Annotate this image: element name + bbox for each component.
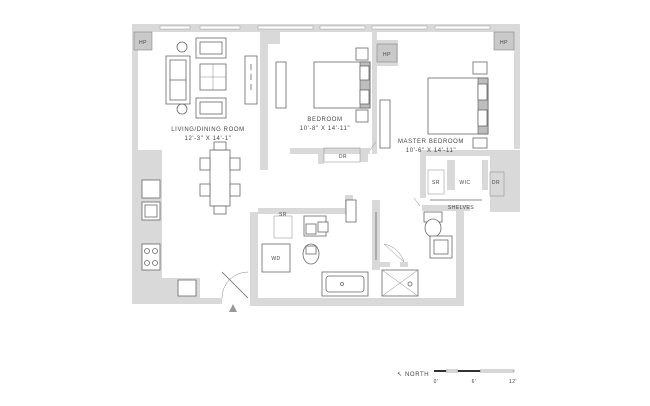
nightstand xyxy=(355,109,369,123)
bathroom-1 xyxy=(261,199,369,297)
bath-2-door xyxy=(383,243,405,263)
fridge xyxy=(141,179,161,199)
master-bedroom-label: MASTER BEDROOM xyxy=(398,139,464,145)
master-bedroom-dimensions: 10'-6" X 14'-11" xyxy=(406,148,456,154)
nightstand xyxy=(355,47,369,61)
wd-label: WD xyxy=(271,256,280,262)
kitchen-sink xyxy=(141,201,161,221)
north-arrow-icon: ↖ xyxy=(397,372,403,378)
bedroom-furniture xyxy=(275,47,391,149)
cooktop xyxy=(141,243,161,271)
dining-table xyxy=(209,149,231,207)
chair xyxy=(229,183,241,197)
hp-label-bedroom: HP xyxy=(383,52,391,58)
nightstand xyxy=(472,61,488,75)
hp-unit-master xyxy=(493,31,515,51)
chair xyxy=(199,183,211,197)
scale-tick-12: 12' xyxy=(509,379,517,385)
master-furniture xyxy=(427,61,489,149)
north-label: NORTH xyxy=(405,372,429,378)
room-labels: LIVING/DINING ROOM 12'-3" X 14'-1" BEDRO… xyxy=(171,117,500,262)
legend: ↖ NORTH 0' 6' 12' xyxy=(397,369,517,385)
bath-2-vanity xyxy=(429,235,453,259)
pillow xyxy=(359,89,370,105)
dresser xyxy=(275,61,287,109)
pillow xyxy=(477,109,488,127)
pillow xyxy=(359,65,370,81)
master-dr-label: DR xyxy=(492,180,500,186)
hp-units: HP HP HP xyxy=(133,31,515,63)
pillow xyxy=(477,83,488,101)
entry-door xyxy=(221,271,249,299)
side-table xyxy=(176,103,188,115)
shelves-label: SHELVES xyxy=(448,205,474,211)
hp-unit-living xyxy=(133,31,153,51)
scale-tick-6: 6' xyxy=(472,379,477,385)
hp-unit-bedroom xyxy=(376,43,398,63)
living-room-label: LIVING/DINING ROOM xyxy=(171,127,244,133)
bedroom-dr-label: DR xyxy=(339,154,347,160)
nightstand xyxy=(472,137,488,149)
hp-label-master: HP xyxy=(500,40,508,46)
wic-label: WIC xyxy=(459,180,470,186)
bedroom-dimensions: 10'-8" X 14'-11" xyxy=(300,126,350,132)
scale-bar xyxy=(434,369,515,373)
chair xyxy=(213,205,227,215)
living-room-dimensions: 12'-3" X 14'-1" xyxy=(185,136,232,142)
hp-label-living: HP xyxy=(139,40,147,46)
master-sr-label: SR xyxy=(432,180,440,186)
living-furniture xyxy=(165,37,258,215)
bedroom-closet xyxy=(379,99,391,149)
kitchen xyxy=(138,179,249,312)
chair xyxy=(213,141,227,151)
washer-dryer xyxy=(261,243,291,273)
toilet-tank xyxy=(305,223,317,235)
chair xyxy=(229,157,241,171)
dishwasher xyxy=(177,279,197,297)
closets xyxy=(323,141,505,207)
chair xyxy=(199,157,211,171)
armchair xyxy=(195,37,227,59)
scale-tick-0: 0' xyxy=(434,379,439,385)
toilet xyxy=(424,218,442,238)
hall-sr-label: SR xyxy=(279,212,287,218)
armchair xyxy=(195,97,227,119)
side-table xyxy=(176,41,188,53)
bathroom-2 xyxy=(375,211,453,297)
entry-marker xyxy=(229,304,237,312)
bedroom-label: BEDROOM xyxy=(307,117,342,123)
